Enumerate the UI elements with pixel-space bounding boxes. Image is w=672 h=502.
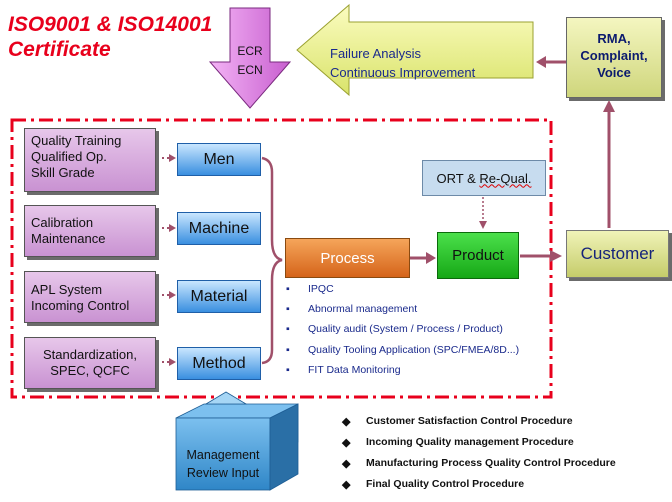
product-box: Product — [437, 232, 519, 279]
feedback-line-2: Continuous Improvement — [330, 65, 476, 80]
rma-line-1: RMA, — [597, 31, 631, 46]
machine-input-box: Calibration Maintenance — [24, 205, 156, 257]
machine-input-line-1: Calibration — [31, 215, 94, 230]
rma-box: RMA, Complaint, Voice — [566, 17, 662, 98]
category-brace — [261, 156, 283, 365]
control-item: ▪IPQC — [286, 283, 334, 295]
rma-line-2: Complaint, — [580, 48, 648, 63]
men-input-line-3: Skill Grade — [31, 165, 95, 180]
method-input-line-1: Standardization, — [43, 347, 137, 362]
men-input-line-1: Quality Training — [31, 133, 122, 148]
ecr-arrow — [208, 7, 292, 109]
ecr-line-2: ECN — [237, 63, 263, 77]
title-line-2: Certificate — [8, 38, 111, 61]
men-input-line-2: Qualified Op. — [31, 149, 107, 164]
ort-prefix: ORT & — [436, 170, 480, 186]
material-input-line-2: Incoming Control — [31, 298, 130, 313]
customer-box: Customer — [566, 230, 669, 278]
ort-requal-text: Re-Qual. — [479, 170, 532, 186]
feedback-line-1: Failure Analysis — [330, 46, 422, 61]
certificate-title: ISO9001 & ISO14001 Certificate — [8, 12, 212, 62]
procedure-item: ◆Customer Satisfaction Control Procedure — [342, 415, 573, 428]
control-list: ▪IPQC ▪Abnormal management ▪Quality audi… — [286, 283, 548, 383]
procedure-list: ◆Customer Satisfaction Control Procedure… — [342, 415, 666, 499]
management-review-label: Management Review Input — [176, 446, 270, 482]
machine-category: Machine — [177, 212, 261, 245]
control-item: ▪Quality Tooling Application (SPC/FMEA/8… — [286, 344, 520, 356]
men-category: Men — [177, 143, 261, 176]
input-connectors — [157, 157, 170, 363]
feedback-arrow — [296, 3, 534, 97]
feedback-label: Failure Analysis Continuous Improvement — [330, 44, 475, 82]
rma-line-3: Voice — [597, 65, 631, 80]
ort-requal-box: ORT & Re-Qual. — [422, 160, 546, 196]
method-category: Method — [177, 347, 261, 380]
material-input-line-1: APL System — [31, 282, 103, 297]
management-review-arrow — [175, 391, 299, 491]
management-line-1: Management — [186, 448, 260, 462]
machine-input-line-2: Maintenance — [31, 231, 106, 246]
title-line-1: ISO9001 & ISO14001 — [8, 13, 213, 36]
process-box: Process — [285, 238, 410, 278]
control-item: ▪FIT Data Monitoring — [286, 364, 401, 376]
control-item: ▪Abnormal management — [286, 303, 418, 315]
procedure-item: ◆Incoming Quality management Procedure — [342, 436, 574, 449]
material-input-box: APL System Incoming Control — [24, 271, 156, 323]
men-input-box: Quality Training Qualified Op. Skill Gra… — [24, 128, 156, 192]
method-input-line-2: SPEC, QCFC — [50, 363, 130, 378]
management-line-2: Review Input — [186, 466, 260, 480]
control-item: ▪Quality audit (System / Process / Produ… — [286, 323, 503, 335]
procedure-item: ◆Final Quality Control Procedure — [342, 478, 525, 491]
method-input-box: Standardization, SPEC, QCFC — [24, 337, 156, 389]
procedure-item: ◆Manufacturing Process Quality Control P… — [342, 457, 616, 470]
material-category: Material — [177, 280, 261, 313]
ecr-label: ECR ECN — [230, 42, 270, 80]
ecr-line-1: ECR — [237, 44, 263, 58]
